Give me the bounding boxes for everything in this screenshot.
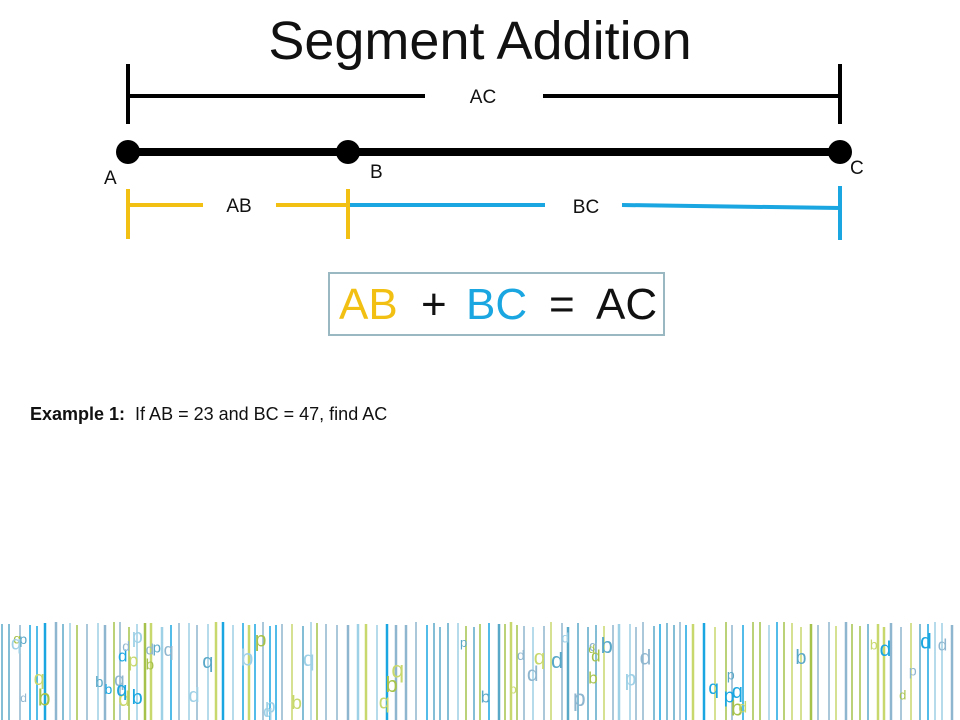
footer-glyph: b [795,647,806,669]
footer-glyph: d [562,629,570,645]
segment-diagram: AC A B C AB BC [104,64,864,240]
line-ac: A B C [104,140,864,189]
ac-bracket-label: AC [470,87,496,108]
footer-glyph: d [551,648,563,673]
example-text: If AB = 23 and BC = 47, find AC [135,404,388,424]
footer-glyph: p [727,666,735,682]
footer-glyph: p [128,651,138,671]
footer-glyph: p [19,631,27,647]
footer-glyph: d [517,647,525,663]
point-c-dot [828,140,852,164]
point-b-label: B [370,162,383,183]
example-heading: Example 1: [30,404,126,424]
footer-glyph: q [263,702,272,720]
footer-glyph: q [34,668,45,690]
footer-glyph: b [481,688,490,707]
footer-glyph: p [153,640,161,657]
footer-glyph: q [379,691,390,713]
footer-glyph: p [724,685,735,707]
footer-glyph: b [95,674,103,691]
footer-glyph: q [202,651,213,673]
footer-glyph: q [11,633,22,654]
footer-glyph: d [588,642,595,656]
footer-glyph: b [291,693,302,714]
formula-term-ab: AB [339,280,398,329]
footer-glyph: b [241,645,254,671]
footer-glyph: q [391,657,404,683]
formula-result-ac: AC [596,280,658,329]
formula-equals: = [549,280,575,329]
footer-glyph: d [20,691,27,705]
formula-plus: + [421,280,447,329]
formula-term-bc: BC [466,280,528,329]
example-1: Example 1: If AB = 23 and BC = 47, find A… [30,404,387,425]
footer-glyph: q [116,679,127,701]
footer-glyph: b [104,681,112,697]
footer-glyph: q [303,648,315,671]
footer-glyph: d [146,642,154,659]
point-a-dot [116,140,140,164]
slide-title: Segment Addition [268,11,692,71]
footer-glyph: d [640,646,652,669]
ab-bracket-label: AB [226,196,251,217]
footer-glyph: d [738,699,747,716]
footer-glyph: d [938,636,947,655]
footer-glyph: p [909,663,917,679]
footer-glyph: d [118,646,127,665]
footer-glyph: q [164,640,174,660]
footer-glyph: d [920,630,932,653]
footer-glyph: p [625,668,637,691]
footer-glyph: q [13,630,21,646]
point-c-label: C [850,158,864,179]
footer-glyph: b [38,684,51,710]
footer-glyph: p [255,628,267,651]
footer-glyph: d [122,638,130,654]
footer-glyph: q [534,646,546,669]
footer-glyph: b [588,668,597,687]
footer-glyph: d [118,688,130,711]
footer-glyph: q [708,678,719,699]
bc-bracket-label: BC [573,197,599,218]
formula-box: AB + BC = AC [328,272,665,336]
footer-glyph: q [589,638,597,655]
footer-glyph: b [132,687,143,709]
footer-glyph: p [573,685,586,711]
footer-glyph: d [188,685,199,707]
footer-glyph: d [591,646,600,665]
ab-bracket: AB [126,189,350,239]
footer-glyph: b [601,633,613,658]
footer-glyph: b [509,681,516,696]
footer-glyph: d [527,663,539,686]
footer-glyph: d [899,687,906,702]
footer-glyph: b [731,696,743,720]
footer-glyph: p [132,626,143,648]
ac-bracket: AC [126,64,842,124]
footer-glyph: p [265,697,276,718]
point-a-label: A [104,168,117,189]
footer-glyph: q [732,681,743,703]
footer-glyph: p [460,635,467,650]
footer-glyph: b [870,636,878,652]
footer-glyph: d [880,638,892,661]
point-b-dot [336,140,360,164]
bc-bracket: BC [350,186,842,240]
footer-glyph: b [146,656,154,673]
footer-glyph: q [114,670,125,691]
footer-glyph: b [386,672,398,697]
